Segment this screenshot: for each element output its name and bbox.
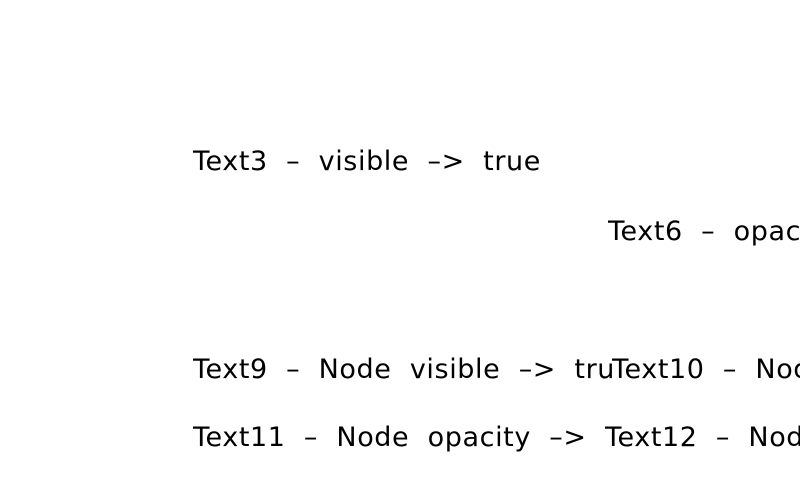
label-text10[interactable]: Text10 – Node opacity bbox=[612, 356, 800, 385]
label-text12[interactable]: Text12 – Node visible bbox=[605, 424, 800, 453]
label-text12-clip: Text12 – Node visible bbox=[605, 424, 800, 464]
label-text6[interactable]: Text6 – opacity bbox=[608, 218, 800, 247]
label-text3[interactable]: Text3 – visible –> true bbox=[193, 146, 541, 177]
label-text9[interactable]: Text9 – Node visible –> true bbox=[193, 356, 612, 385]
label-text6-clip: Text6 – opacity bbox=[608, 218, 800, 258]
label-text9-clip: Text9 – Node visible –> true bbox=[193, 356, 612, 396]
label-text11-clip: Text11 – Node opacity –> 0 bbox=[193, 424, 605, 464]
label-text10-clip: Text10 – Node opacity bbox=[612, 356, 800, 396]
label-text11[interactable]: Text11 – Node opacity –> 0 bbox=[193, 424, 605, 453]
